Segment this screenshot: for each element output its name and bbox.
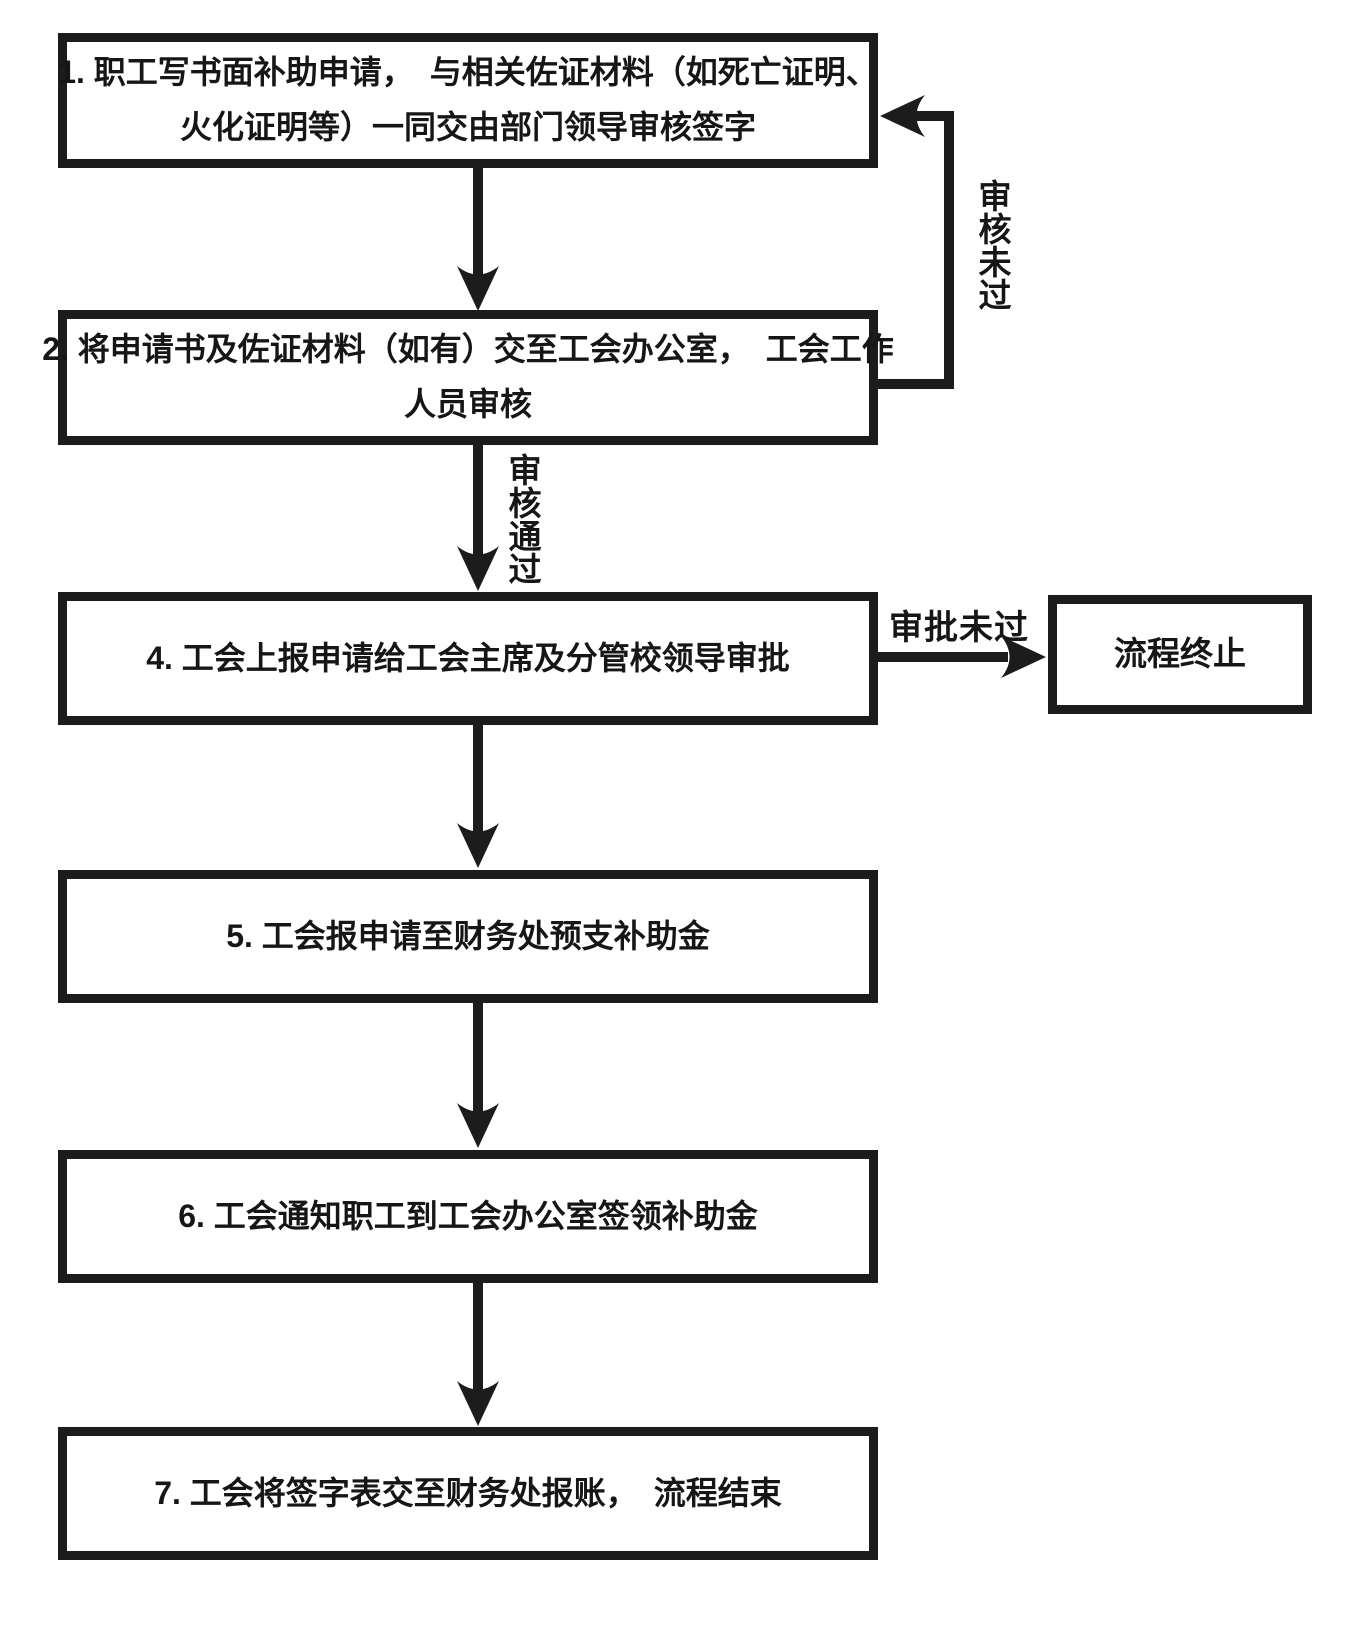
arrow-step2-to-step4 <box>457 444 499 591</box>
flow-step-4: 4. 工会上报申请给工会主席及分管校领导审批 <box>58 592 878 725</box>
edge-label-review-failed: 审核未过 <box>974 179 1011 311</box>
arrowhead-down-icon <box>457 1381 499 1426</box>
step-2-text-line-1: 2. 将申请书及佐证材料（如有）交至工会办公室， 工会工作 <box>42 331 894 368</box>
step-1-text-line-2: 火化证明等）一同交由部门领导审核签字 <box>179 109 756 145</box>
flow-step-7: 7. 工会将签字表交至财务处报账， 流程结束 <box>58 1427 878 1560</box>
step-7-text: 7. 工会将签字表交至财务处报账， 流程结束 <box>154 1474 782 1511</box>
arrow-step4-to-step5 <box>457 723 499 868</box>
step-4-text: 4. 工会上报申请给工会主席及分管校领导审批 <box>146 639 790 676</box>
flow-step-6: 6. 工会通知职工到工会办公室签领补助金 <box>58 1150 878 1283</box>
flow-step-1: 1. 职工写书面补助申请， 与相关佐证材料（如死亡证明、 火化证明等）一同交由部… <box>58 33 878 168</box>
step-6-text: 6. 工会通知职工到工会办公室签领补助金 <box>178 1197 758 1234</box>
arrowhead-left-icon <box>880 95 925 137</box>
terminate-text: 流程终止 <box>1114 635 1246 673</box>
arrow-step1-to-step2 <box>457 166 499 311</box>
step-5-text: 5. 工会报申请至财务处预支补助金 <box>226 917 710 954</box>
arrowhead-down-icon <box>457 266 499 311</box>
arrowhead-down-icon <box>457 546 499 591</box>
arrow-step6-to-step7 <box>457 1281 499 1426</box>
edge-label-approval-failed: 审批未过 <box>889 609 1029 647</box>
step-2-text-line-2: 人员审核 <box>403 386 532 422</box>
arrowhead-down-icon <box>457 823 499 868</box>
arrowhead-down-icon <box>457 1103 499 1148</box>
flow-step-2: 2. 将申请书及佐证材料（如有）交至工会办公室， 工会工作 人员审核 <box>42 310 894 445</box>
arrowhead-right-icon <box>1001 636 1046 678</box>
arrow-approval-failed <box>876 636 1046 678</box>
step-1-text-line-1: 1. 职工写书面补助申请， 与相关佐证材料（如死亡证明、 <box>58 54 878 91</box>
flow-step-5: 5. 工会报申请至财务处预支补助金 <box>58 870 878 1003</box>
arrow-step5-to-step6 <box>457 1001 499 1148</box>
flow-terminate: 流程终止 <box>1048 595 1312 714</box>
arrow-review-failed-loop <box>876 95 954 389</box>
edge-label-review-passed: 审核通过 <box>504 453 541 585</box>
